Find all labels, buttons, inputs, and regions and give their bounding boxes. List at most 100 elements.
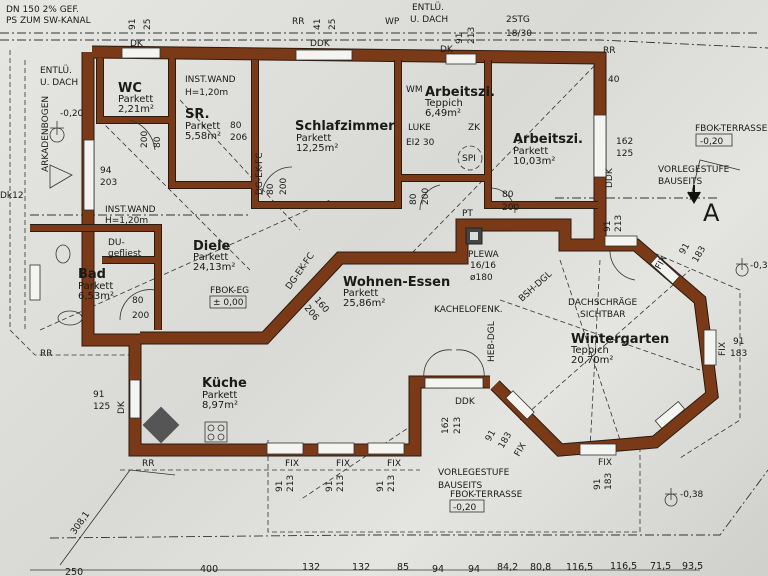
room-name: Wintergarten [571, 332, 669, 347]
note: PT [462, 209, 473, 219]
note: ø180 [470, 273, 493, 283]
room-bad: Bad Parkett 6,53m² [78, 267, 114, 302]
note: RR [603, 46, 616, 56]
dim: DK [117, 400, 127, 414]
door-swings[interactable] [119, 119, 636, 379]
dim: 183 [497, 431, 514, 451]
room-area: 6,53m² [78, 291, 114, 302]
room-floor: Parkett [513, 146, 548, 157]
dim: FIX [387, 459, 401, 469]
dim: 162 [441, 417, 451, 434]
dimension: 93,5 [682, 561, 703, 572]
room-floor: Parkett [343, 288, 378, 299]
dim: 80 [409, 193, 419, 205]
level-marker-icon [49, 121, 65, 143]
level: ± 0,00 [213, 298, 244, 308]
note: ZK [468, 123, 481, 133]
note: ENTLÜ. [40, 65, 72, 76]
level-marker-icon [664, 488, 678, 507]
dimension: 80,8 [530, 562, 551, 573]
note: H=1,20m [185, 88, 228, 98]
dim: 91 [128, 19, 138, 30]
sink-icon [57, 310, 83, 326]
room-area: 2,21m² [118, 104, 154, 115]
dim: DK [130, 39, 144, 49]
dim: 80 [502, 190, 514, 200]
dim: 41 [313, 19, 323, 30]
dim: 25 [143, 19, 153, 30]
note: RR [292, 17, 305, 27]
note: DACHSCHRÄGE [568, 297, 637, 308]
dim: 91 [93, 390, 104, 400]
room-name: Arbeitszi. [513, 132, 583, 147]
bottom-dimension-chain: 250 400 132 132 85 94 94 84,2 80,8 116,5… [65, 561, 703, 576]
note: DG-EK-FC [255, 152, 265, 195]
note: WM [406, 85, 423, 95]
note: ARKADENBOGEN [41, 96, 51, 172]
dim: 80 [266, 183, 276, 195]
note: Dk12 [0, 191, 24, 201]
dim: 200 [279, 178, 289, 195]
dim: DDK [455, 397, 476, 407]
dim: FIX [598, 458, 612, 468]
note: SICHTBAR [580, 310, 626, 320]
room-floor: Parkett [78, 281, 113, 292]
room-kueche: Küche Parkett 8,97m² [202, 376, 247, 411]
dimension: 250 [65, 567, 83, 576]
note: U. DACH [40, 78, 78, 88]
room-floor: Parkett [296, 133, 331, 144]
dimension: 84,2 [497, 562, 518, 573]
level-marker-icon [735, 258, 749, 277]
dim: 91 [733, 337, 744, 347]
dim: 80 [230, 121, 242, 131]
room-floor: Teppich [570, 345, 609, 356]
room-wintergarten: Wintergarten Teppich 20,70m² [570, 332, 669, 366]
level: -0,38 [680, 490, 704, 500]
spiral-stair-icon [457, 145, 483, 171]
section-arrow-icon [687, 185, 701, 204]
note: 18/30 [506, 29, 532, 39]
dim: 91 [275, 481, 285, 492]
dim: 94 [100, 166, 112, 176]
note: ENTLÜ. [412, 2, 444, 13]
note: FBOK-EG [210, 286, 249, 296]
room-area: 12,25m² [296, 143, 338, 154]
annotations: DN 150 2% GEF. PS ZUM SW-KANAL ENTLÜ. U.… [0, 2, 768, 537]
room-schlafzimmer: Schlafzimmer Parkett 12,25m² [295, 119, 395, 154]
room-labels: WC Parkett 2,21m² SR. Parkett 5,58m² Sch… [78, 81, 669, 411]
dim: 40 [608, 75, 620, 85]
room-area: 24,13m² [193, 262, 235, 273]
dim: 200 [132, 311, 149, 321]
dimension: 132 [352, 562, 370, 573]
dimension: 308,1 [69, 510, 92, 537]
note: PLEWA [468, 250, 500, 260]
dimension: 400 [200, 564, 218, 575]
windows[interactable] [29, 47, 717, 456]
dim: FIX [336, 459, 350, 469]
note: EI2 30 [406, 138, 435, 148]
room-area: 10,03m² [513, 156, 555, 167]
dim: 213 [336, 475, 346, 492]
room-arbeitszimmer-small: Arbeitszi. Teppich 6,49m² [424, 85, 495, 119]
dim: DDK [310, 39, 331, 49]
dim: 213 [614, 215, 624, 232]
note: DU- [108, 238, 125, 248]
room-wohnen-essen: Wohnen-Essen Parkett 25,86m² [343, 275, 450, 309]
note: HEB-DGL [487, 321, 497, 362]
note: INST.WAND [105, 205, 156, 215]
dimension: 85 [397, 562, 409, 573]
dim: 200 [502, 203, 519, 213]
dimension: 116,5 [610, 561, 637, 572]
note: VORLEGESTUFE [438, 468, 510, 478]
note: VORLEGESTUFE [658, 165, 730, 175]
dim: 183 [604, 473, 614, 490]
level: -0,20 [60, 109, 84, 119]
note: RR [40, 349, 53, 359]
dim: 80 [153, 136, 163, 148]
room-arbeitszimmer: Arbeitszi. Parkett 10,03m² [513, 132, 583, 167]
dishwasher-icon [142, 406, 180, 444]
dim: 200 [140, 131, 150, 148]
room-wc: WC Parkett 2,21m² [118, 81, 154, 115]
note: WP [385, 17, 400, 27]
